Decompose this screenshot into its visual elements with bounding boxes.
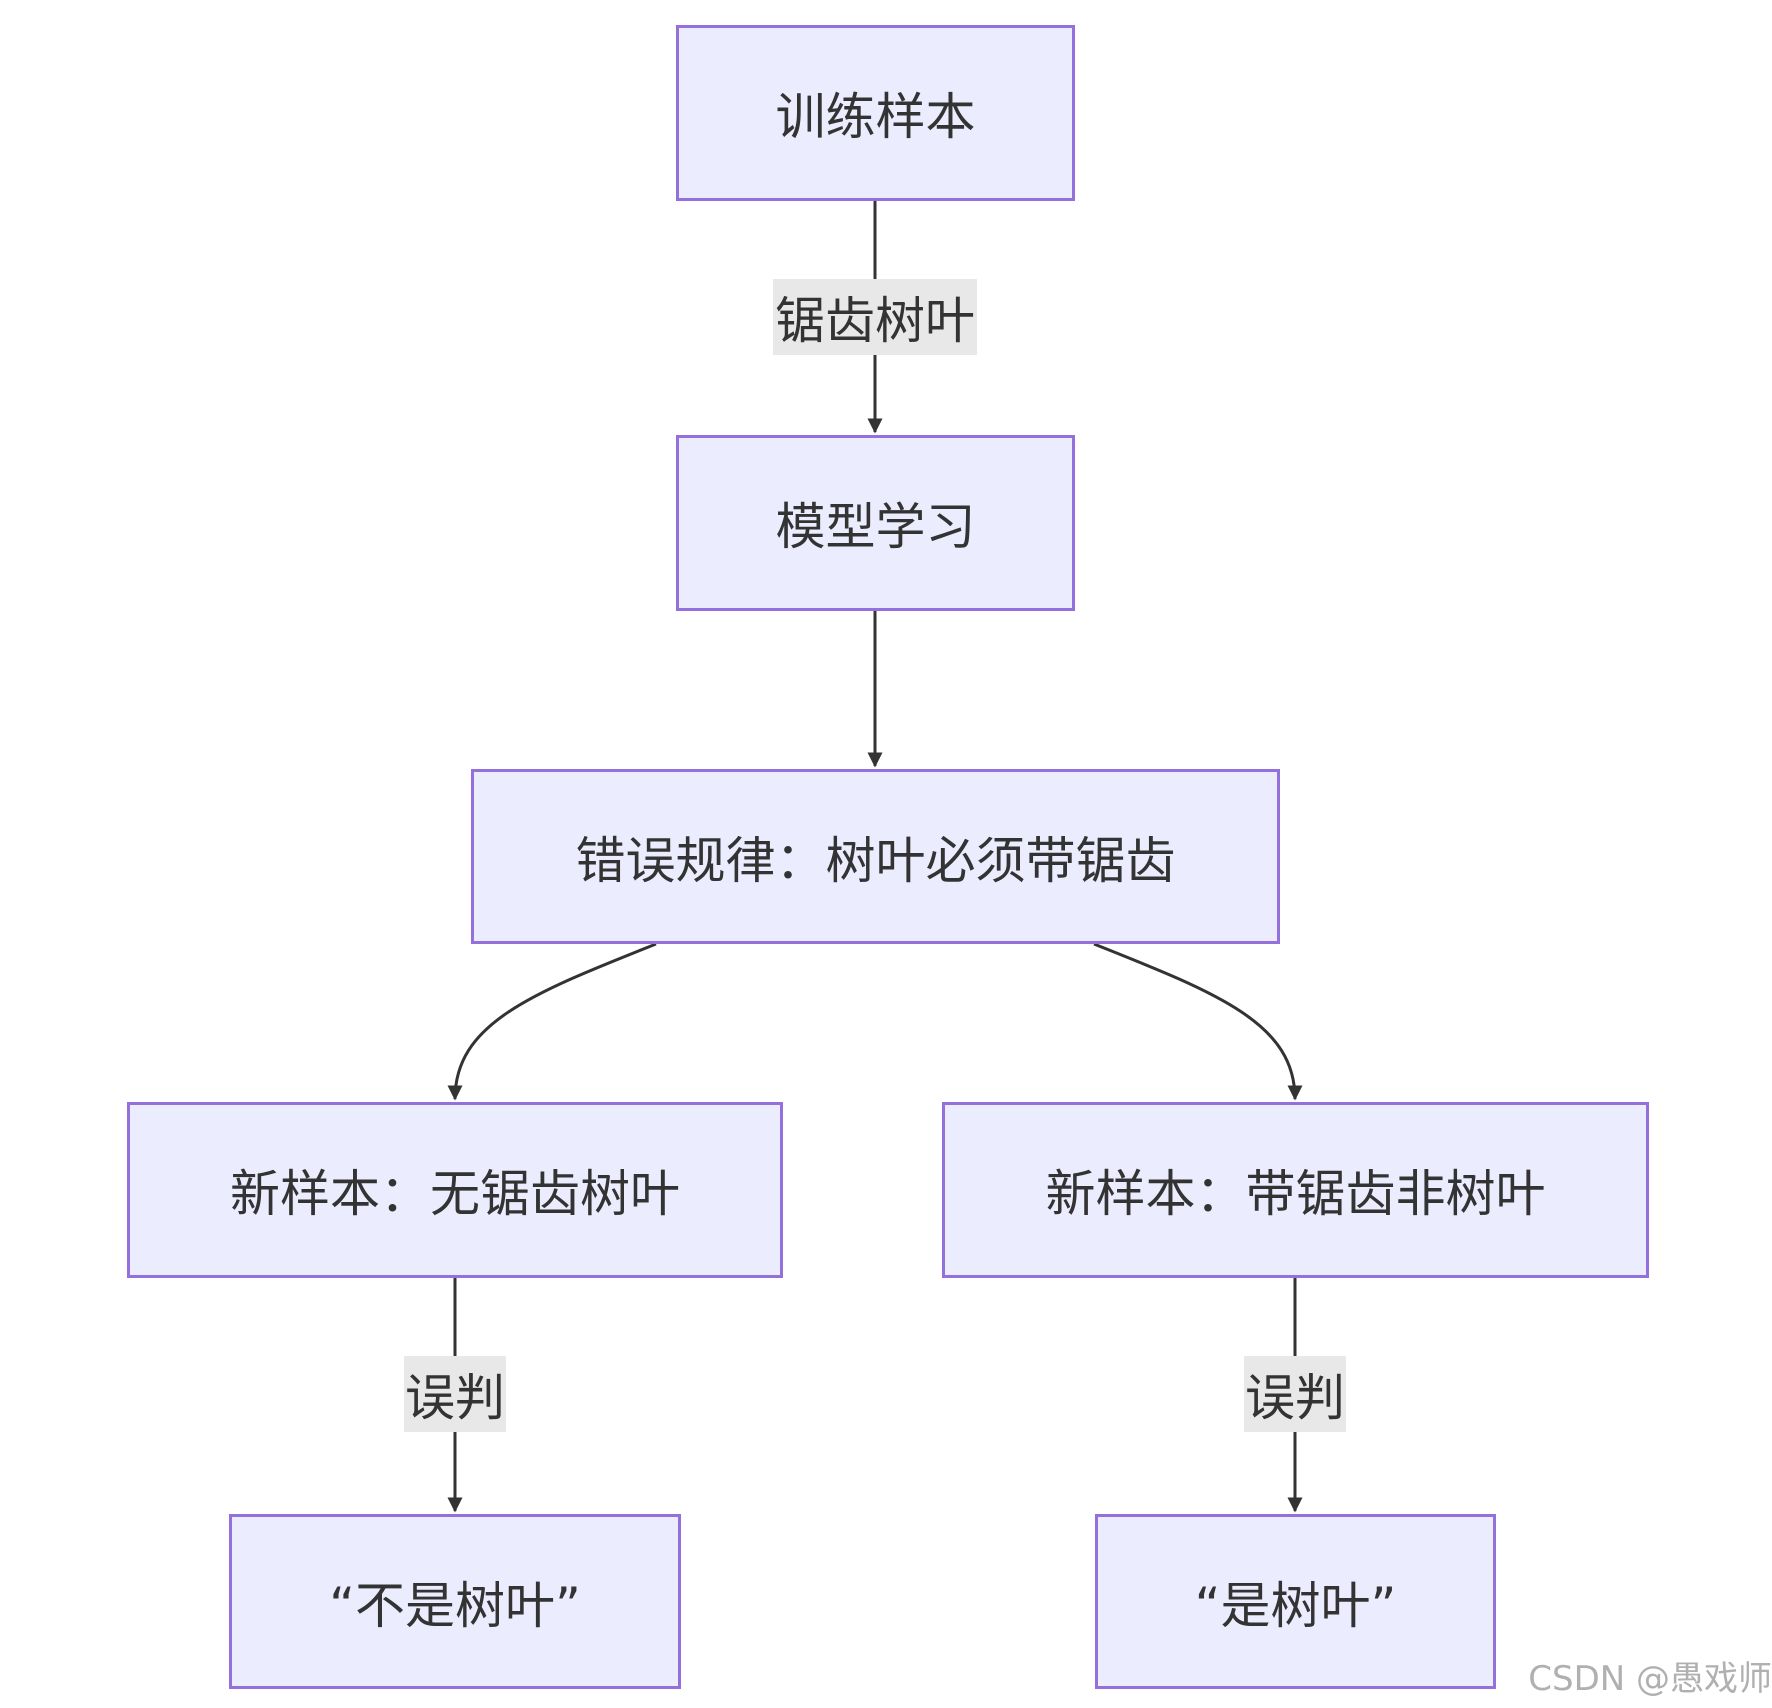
edge-label-misjudge-left: 误判 (404, 1356, 506, 1432)
edge-rule-to-left-sample (447, 942, 657, 1101)
edge-rule-to-right-sample (1093, 942, 1303, 1101)
node-model-learning: 模型学习 (676, 435, 1075, 611)
node-wrong-rule: 错误规律：树叶必须带锯齿 (471, 769, 1280, 944)
node-new-sample-sawtooth-nonleaf: 新样本：带锯齿非树叶 (942, 1102, 1649, 1278)
node-output-is-leaf: “是树叶” (1095, 1514, 1496, 1689)
edge-label-sawtooth-leaves: 锯齿树叶 (773, 279, 977, 355)
edge-label-misjudge-right: 误判 (1244, 1356, 1346, 1432)
node-output-not-leaf: “不是树叶” (229, 1514, 681, 1689)
node-training-samples: 训练样本 (676, 25, 1075, 201)
watermark-text: CSDN @愚戏师 (1528, 1659, 1772, 1699)
node-new-sample-no-sawtooth: 新样本：无锯齿树叶 (127, 1102, 783, 1278)
